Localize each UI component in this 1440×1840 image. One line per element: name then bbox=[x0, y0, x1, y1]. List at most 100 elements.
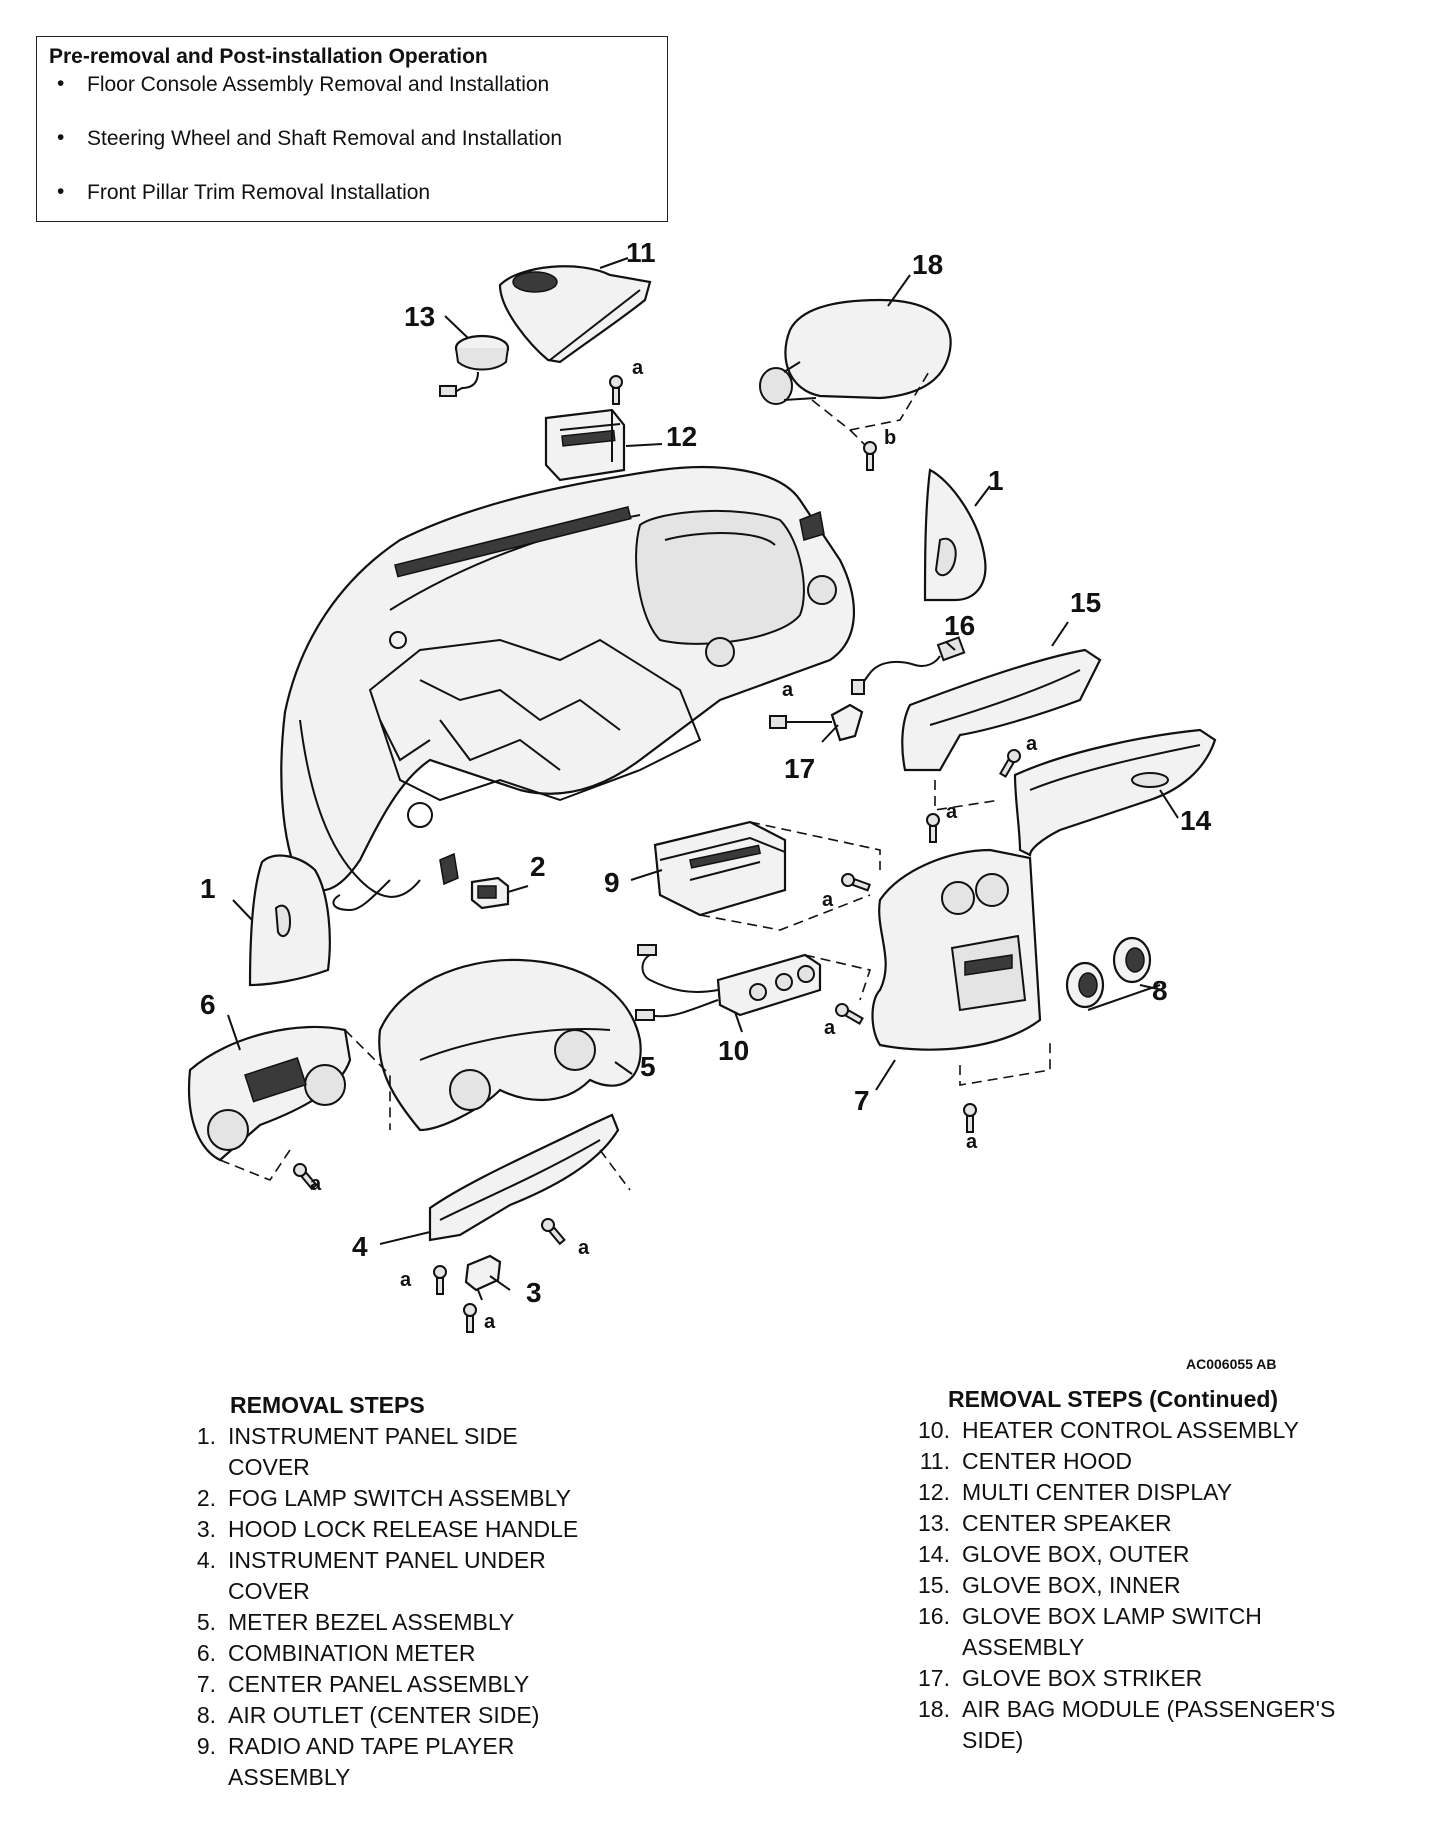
step-row: 14. GLOVE BOX, OUTER bbox=[904, 1539, 1424, 1570]
step-number: 16. bbox=[918, 1603, 950, 1629]
callout-18: 18 bbox=[912, 249, 943, 280]
pre-operation-item: Floor Console Assembly Removal and Insta… bbox=[49, 72, 655, 97]
fastener-label-a: a bbox=[966, 1131, 978, 1153]
step-row: 2.FOG LAMP SWITCH ASSEMBLY bbox=[170, 1483, 690, 1514]
step-text: AIR OUTLET (CENTER SIDE) bbox=[228, 1702, 540, 1728]
step-row: 5.METER BEZEL ASSEMBLY bbox=[170, 1607, 690, 1638]
step-number: 13. bbox=[918, 1510, 950, 1536]
callout-1-left: 1 bbox=[200, 873, 216, 904]
fastener-label-a: a bbox=[822, 889, 834, 911]
part-10-heater-control bbox=[635, 944, 872, 1021]
fastener-label-a: a bbox=[310, 1173, 322, 1195]
figure-code: AC006055 AB bbox=[1186, 1356, 1277, 1372]
step-text-line: GLOVE BOX LAMP SWITCH bbox=[962, 1603, 1262, 1629]
step-row: 17. GLOVE BOX STRIKER bbox=[904, 1663, 1424, 1694]
step-text: COMBINATION METER bbox=[228, 1640, 476, 1666]
step-text: GLOVE BOX, INNER bbox=[962, 1572, 1181, 1598]
step-text: INSTRUMENT PANEL UNDER COVER bbox=[228, 1545, 546, 1607]
step-text: CENTER PANEL ASSEMBLY bbox=[228, 1671, 530, 1697]
part-11-center-hood bbox=[498, 265, 652, 364]
step-text: GLOVE BOX LAMP SWITCH ASSEMBLY bbox=[962, 1601, 1262, 1663]
pre-operation-title: Pre-removal and Post-installation Operat… bbox=[49, 45, 488, 68]
removal-steps-title: REMOVAL STEPS bbox=[230, 1392, 425, 1418]
step-row: 4. INSTRUMENT PANEL UNDER COVER bbox=[170, 1545, 690, 1607]
step-text-line: SIDE) bbox=[962, 1727, 1024, 1753]
pre-operation-item: Front Pillar Trim Removal Installation bbox=[49, 180, 655, 205]
step-row: 6.COMBINATION METER bbox=[170, 1638, 690, 1669]
part-7-center-panel bbox=[871, 848, 1051, 1086]
step-number: 18. bbox=[918, 1696, 950, 1722]
fastener-label-a: a bbox=[400, 1269, 412, 1291]
step-text: RADIO AND TAPE PLAYER ASSEMBLY bbox=[228, 1731, 514, 1793]
step-text-line: COVER bbox=[228, 1454, 310, 1480]
callout-1-right: 1 bbox=[988, 465, 1004, 496]
part-3-hood-lock-handle bbox=[464, 1254, 502, 1301]
step-text: METER BEZEL ASSEMBLY bbox=[228, 1609, 515, 1635]
step-text-line: INSTRUMENT PANEL UNDER bbox=[228, 1547, 546, 1573]
bolts bbox=[293, 375, 1021, 1333]
part-4-under-cover bbox=[428, 1113, 631, 1242]
step-text: CENTER HOOD bbox=[962, 1448, 1132, 1474]
step-text-line: AIR BAG MODULE (PASSENGER'S bbox=[962, 1696, 1336, 1722]
step-row: 18. AIR BAG MODULE (PASSENGER'S SIDE) bbox=[904, 1694, 1424, 1756]
callout-13: 13 bbox=[404, 301, 435, 332]
part-18-airbag-module bbox=[759, 298, 952, 451]
part-6-combination-meter bbox=[188, 1025, 391, 1181]
step-number: 17. bbox=[918, 1665, 950, 1691]
step-number: 3. bbox=[196, 1516, 216, 1542]
step-row: 16. GLOVE BOX LAMP SWITCH ASSEMBLY bbox=[904, 1601, 1424, 1663]
step-number: 12. bbox=[918, 1479, 950, 1505]
step-row: 8.AIR OUTLET (CENTER SIDE) bbox=[170, 1700, 690, 1731]
step-text: HOOD LOCK RELEASE HANDLE bbox=[228, 1516, 579, 1542]
step-text: MULTI CENTER DISPLAY bbox=[962, 1479, 1233, 1505]
callout-6: 6 bbox=[200, 989, 216, 1020]
step-text: FOG LAMP SWITCH ASSEMBLY bbox=[228, 1485, 571, 1511]
part-8-air-outlets bbox=[1065, 936, 1163, 1011]
part-1-side-cover-right bbox=[923, 468, 987, 602]
step-number: 14. bbox=[918, 1541, 950, 1567]
step-row: 13.CENTER SPEAKER bbox=[904, 1508, 1424, 1539]
leader-lines bbox=[227, 257, 1179, 1291]
pre-operation-item: Steering Wheel and Shaft Removal and Ins… bbox=[49, 126, 655, 151]
step-row: 11. CENTER HOOD bbox=[904, 1446, 1424, 1477]
callout-5: 5 bbox=[640, 1051, 656, 1082]
callout-11: 11 bbox=[626, 237, 656, 268]
callout-14: 14 bbox=[1180, 805, 1212, 836]
removal-steps-continued: REMOVAL STEPS (Continued) 10.HEATER CONT… bbox=[904, 1384, 1424, 1756]
step-number: 11. bbox=[919, 1448, 950, 1474]
step-row: 7.CENTER PANEL ASSEMBLY bbox=[170, 1669, 690, 1700]
fastener-label-b: b bbox=[884, 427, 896, 449]
callout-2: 2 bbox=[530, 851, 546, 882]
step-number: 15. bbox=[918, 1572, 950, 1598]
callout-9: 9 bbox=[604, 867, 620, 898]
part-5-meter-bezel bbox=[378, 958, 642, 1132]
exploded-diagram: 11 13 12 18 1 15 16 17 14 9 2 1 6 8 10 5… bbox=[188, 237, 1217, 1333]
step-text-line: ASSEMBLY bbox=[228, 1764, 351, 1790]
part-16-lamp-switch bbox=[851, 636, 966, 695]
step-text: GLOVE BOX STRIKER bbox=[962, 1665, 1203, 1691]
step-number: 9. bbox=[196, 1733, 216, 1759]
callout-3: 3 bbox=[526, 1277, 542, 1308]
step-row: 12. MULTI CENTER DISPLAY bbox=[904, 1477, 1424, 1508]
callout-4: 4 bbox=[352, 1231, 368, 1262]
fastener-label-a: a bbox=[484, 1311, 496, 1333]
step-number: 1. bbox=[196, 1423, 216, 1449]
part-12-multi-center-display bbox=[544, 408, 626, 482]
step-text-line: ASSEMBLY bbox=[962, 1634, 1085, 1660]
step-row: 3. HOOD LOCK RELEASE HANDLE bbox=[170, 1514, 690, 1545]
callout-7: 7 bbox=[854, 1085, 870, 1116]
step-text: AIR BAG MODULE (PASSENGER'S SIDE) bbox=[962, 1694, 1335, 1756]
fastener-label-a: a bbox=[578, 1237, 590, 1259]
fastener-label-a: a bbox=[632, 357, 644, 379]
step-text: GLOVE BOX, OUTER bbox=[962, 1541, 1190, 1567]
step-text: HEATER CONTROL ASSEMBLY bbox=[962, 1417, 1299, 1443]
part-17-striker bbox=[769, 703, 864, 742]
callout-15: 15 bbox=[1070, 587, 1101, 618]
step-text-line: RADIO AND TAPE PLAYER bbox=[228, 1733, 515, 1759]
pre-operation-box: Pre-removal and Post-installation Operat… bbox=[36, 36, 668, 222]
callout-12: 12 bbox=[666, 421, 697, 452]
step-number: 4. bbox=[196, 1547, 216, 1573]
step-text-line: COVER bbox=[228, 1578, 310, 1604]
